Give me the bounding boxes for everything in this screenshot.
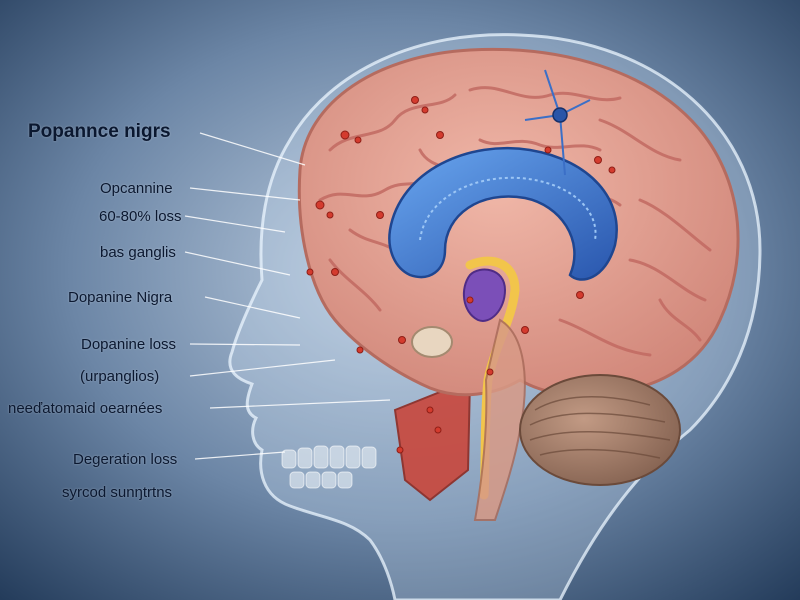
cerebellum	[519, 374, 681, 486]
pituitary	[411, 326, 453, 358]
brainstem	[473, 318, 526, 521]
label-syrcod: syrcod sunŋtrtns	[62, 484, 173, 501]
basal-ganglia	[388, 146, 618, 281]
label-neeuratomaid: neeďatomaid oearnées	[8, 400, 163, 417]
cerebellum-folds	[529, 396, 671, 459]
label-loss-percent: 60-80% loss	[99, 208, 182, 225]
neuron-icon	[524, 69, 591, 176]
cortex-folds	[318, 86, 712, 357]
leader-lines	[184, 132, 391, 460]
red-neurons	[306, 96, 616, 454]
basal-ganglia-inner	[419, 176, 597, 241]
label-basal-ganglia: bas ganglis	[100, 244, 176, 261]
diagram-title: Popannce nigrs	[28, 121, 171, 142]
label-dopamine-nigra: Dopanine Nigra	[68, 289, 173, 306]
label-urpanglios: (urpanglios)	[80, 368, 160, 385]
label-degeration-loss: Degeration loss	[73, 451, 178, 468]
label-opcannine: Opcannine	[100, 180, 173, 197]
label-dopamine-loss: Dopanine loss	[81, 336, 177, 353]
teeth	[281, 445, 377, 489]
substantia-nigra	[462, 268, 507, 322]
